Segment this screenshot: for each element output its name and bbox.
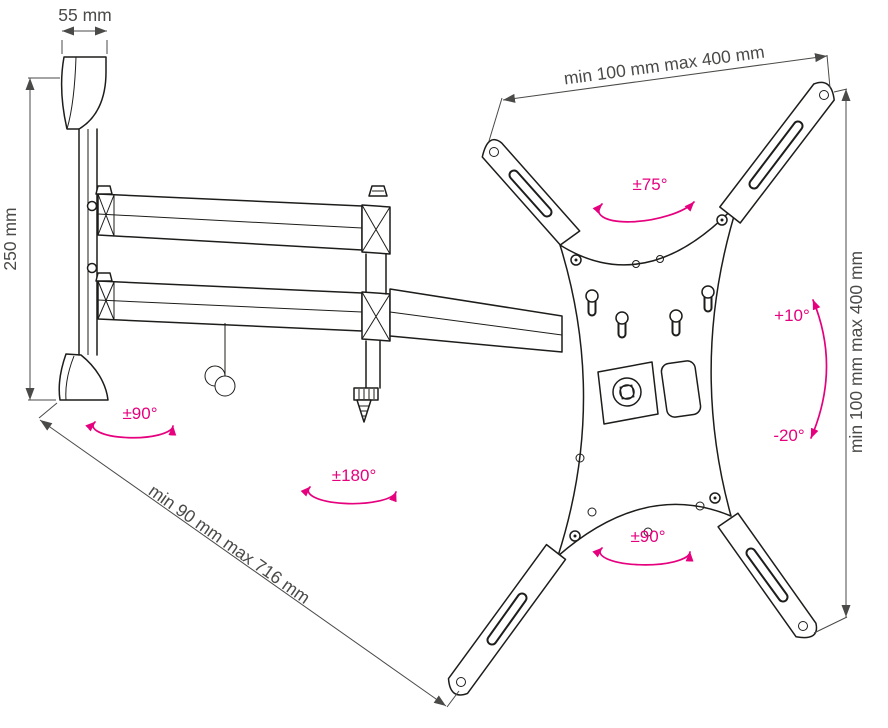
screen-rotation-arrow <box>592 201 695 223</box>
keyhole-slots <box>585 285 715 339</box>
wall-bolt-upper <box>86 200 98 212</box>
angle-label-tilt-down: -20° <box>773 426 804 445</box>
tv-arms <box>447 81 835 696</box>
tv-arm-top-right <box>719 81 835 224</box>
angle-label-elbow-swivel: ±180° <box>332 466 377 485</box>
wall-bracket <box>58 56 109 401</box>
tilt-arrow <box>810 299 828 439</box>
dim-label-bracket-depth: 55 mm <box>58 5 111 25</box>
wall-bottom-cap <box>58 353 109 401</box>
upper-arm-left-bolt <box>95 185 113 195</box>
angle-label-tilt-up: +10° <box>774 306 810 325</box>
dim-label-vesa-height: min 100 mm max 400 mm <box>846 251 866 453</box>
upper-arm <box>97 193 363 251</box>
angle-label-wall-swivel: ±90° <box>122 404 157 423</box>
extension-arm <box>389 288 563 353</box>
cable-hook <box>204 323 236 397</box>
locking-screw <box>353 387 379 423</box>
tv-arm-bottom-right <box>717 512 818 639</box>
tilt-mechanism <box>597 360 702 425</box>
lower-arm-left-bolt <box>95 272 113 282</box>
dim-label-extension-range: min 90 mm max 716 mm <box>145 480 314 607</box>
angle-label-head-swivel: ±90° <box>630 527 665 546</box>
articulating-arms <box>95 185 563 423</box>
head-swivel-arrow <box>592 547 694 566</box>
dim-label-wall-plate-height: 250 mm <box>0 207 20 270</box>
tv-arm-top-left <box>481 139 581 246</box>
rotation-annotations: ±90° ±180° ±75° ±90° +10° -20° <box>85 175 828 566</box>
dim-label-vesa-width: min 100 mm max 400 mm <box>563 42 766 89</box>
wall-bolt-lower <box>86 262 98 274</box>
elbow-swivel-arrow <box>300 486 397 505</box>
tv-arm-bottom-left <box>447 543 567 696</box>
dimension-lines: 55 mm 250 mm min 100 mm max 400 mm min 1… <box>0 5 866 708</box>
vesa-plate-details <box>569 214 728 542</box>
wall-top-cap <box>60 56 107 130</box>
angle-label-screen-rotation: ±75° <box>632 175 667 194</box>
wall-swivel-arrow <box>85 421 177 439</box>
